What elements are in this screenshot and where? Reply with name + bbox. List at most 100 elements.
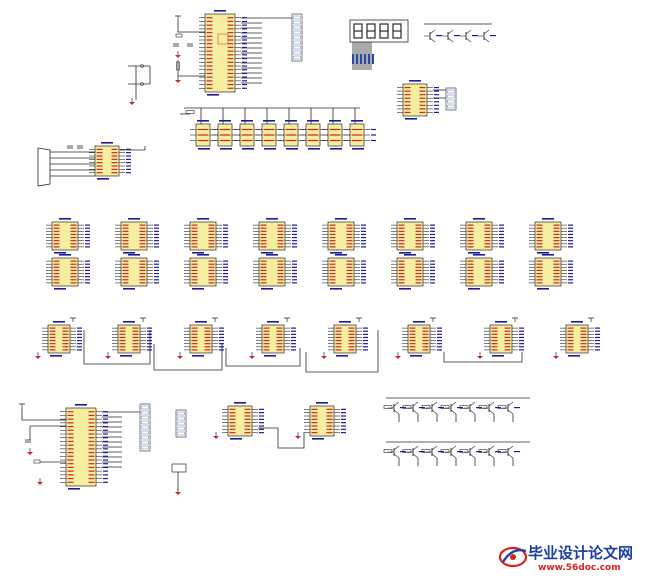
chip-pin-label (277, 236, 284, 239)
chip-pin-label (132, 330, 139, 332)
chip-body (396, 257, 424, 287)
chip-pin-label (334, 134, 341, 136)
net-label (430, 246, 435, 248)
chain-chip (328, 321, 368, 357)
net-label (219, 327, 224, 329)
chip-pin-label (206, 54, 213, 56)
chip-pin-label (277, 224, 284, 226)
chip-pin-label (536, 233, 543, 236)
net-label (595, 343, 600, 345)
chip-pin-label (204, 330, 211, 332)
chip-designator (97, 178, 109, 180)
net-label (519, 349, 524, 351)
chip-pin-label (132, 336, 139, 339)
net-label (595, 349, 600, 351)
vcc-symbol (19, 403, 25, 408)
chip-pin-label (553, 263, 560, 265)
chip-pin-label (467, 224, 474, 226)
net-label (434, 97, 439, 99)
chip-pin-label (415, 230, 422, 232)
chip-body (120, 221, 148, 251)
watermark-url: www.56doc.com (538, 563, 621, 573)
net-label (595, 330, 600, 332)
chip-designator (192, 288, 204, 290)
vcc-symbol (212, 317, 218, 322)
chip-designator (192, 252, 204, 254)
chip-pin-label (553, 230, 560, 232)
chip-pin-label (49, 339, 56, 342)
chip-pin-label (191, 279, 198, 281)
header-pin (293, 35, 301, 40)
chip-pin-label (139, 224, 146, 226)
chip-pin-label (504, 333, 511, 335)
chip-designator (123, 252, 135, 254)
chip-pin-label (208, 276, 215, 278)
net-label (242, 83, 247, 86)
chip-pin-label (122, 233, 129, 236)
chip-pin-label (119, 346, 126, 348)
chip-pin-label (276, 346, 283, 348)
net-label (363, 349, 368, 351)
net-label (363, 343, 368, 345)
chip-pin-label (206, 80, 213, 82)
gnd-arrow (129, 102, 135, 105)
chip-pin-label (122, 240, 129, 242)
chip-pin-label (504, 349, 511, 351)
chip-body (534, 221, 562, 251)
small-chip-row (344, 120, 376, 150)
chip-pin-label (329, 246, 336, 248)
net-label (430, 272, 435, 275)
net-label (568, 240, 573, 242)
net-label (292, 243, 297, 245)
chip-pin-label (260, 266, 267, 268)
chip-designator (230, 438, 242, 440)
header-pin (141, 430, 149, 435)
chip-pin-label (206, 69, 213, 71)
resistor (459, 449, 469, 453)
chip-pin-label (580, 343, 587, 345)
chip-pin-label (467, 246, 474, 248)
chip-pin-label (62, 333, 69, 335)
chip-pin-label (88, 477, 95, 480)
net-label (361, 233, 366, 236)
chip-pin-label (227, 35, 234, 37)
chip-pin-label (348, 327, 355, 329)
ground-symbol (37, 478, 43, 485)
chip-pin-label (276, 343, 283, 345)
chip-pin-label (67, 414, 74, 417)
net-label (568, 224, 573, 226)
chip-pin-label (536, 282, 543, 284)
chip-pin-label (70, 266, 77, 268)
chip-pin-label (277, 246, 284, 248)
chip-pin-label (191, 246, 198, 248)
chip-part-number (197, 218, 209, 220)
net-label (103, 414, 108, 417)
chip-pin-label (53, 233, 60, 236)
grid-chip-lower (391, 254, 435, 290)
chip-pin-label (409, 346, 416, 348)
chip-pin-label (329, 134, 336, 136)
net-label (103, 429, 108, 431)
chip-pin-label (96, 158, 103, 160)
chip-part-number (266, 254, 278, 256)
chip-pin-label (53, 243, 60, 245)
chip-pin-label (202, 139, 209, 142)
net-label (103, 474, 108, 476)
chip-pin-label (139, 233, 146, 236)
transistor-emitter (507, 453, 514, 459)
chip-pin-label (276, 349, 283, 351)
chip-pin-label (208, 227, 215, 229)
net-label (292, 224, 297, 226)
transistor (442, 29, 460, 43)
net-label (154, 233, 159, 236)
chip-pin-label (346, 243, 353, 245)
chip-pin-label (567, 349, 574, 351)
chip-designator (261, 288, 273, 290)
watermark: 毕业设计论文网 www.56doc.com (498, 544, 633, 573)
chip-pin-label (139, 282, 146, 284)
net-label (103, 437, 108, 439)
chip-pin-label (491, 339, 498, 342)
chip-pin-label (351, 128, 358, 131)
chip-part-number (263, 120, 275, 122)
chip-part-number (571, 321, 583, 323)
